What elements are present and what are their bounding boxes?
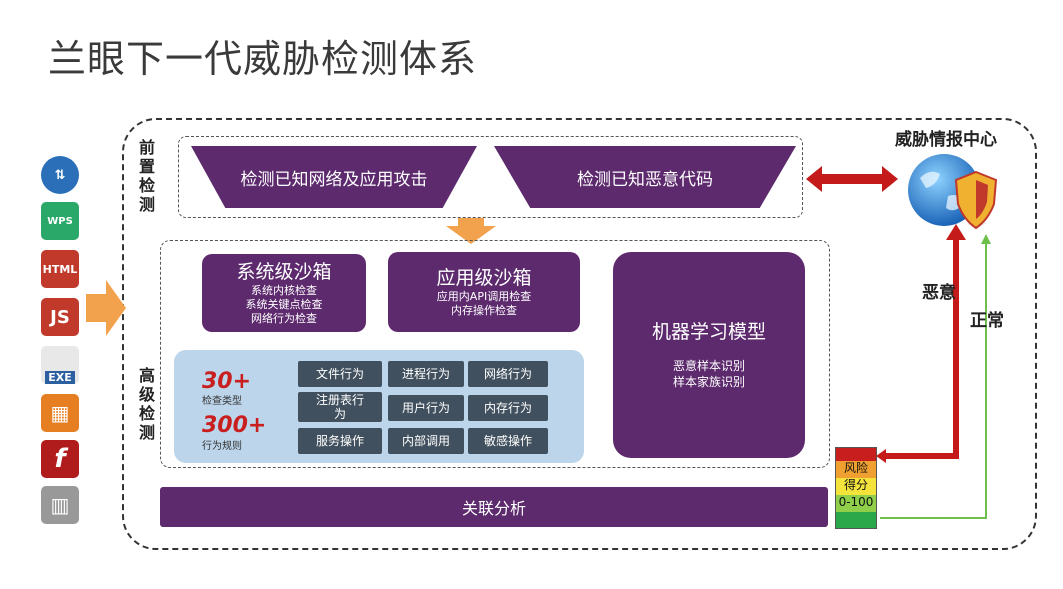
system-sandbox-line: 系统关键点检查 — [245, 298, 323, 311]
stat-check-types-value: 30+ — [202, 369, 252, 394]
risk-score-gauge: 风险 得分 0-100 — [835, 447, 877, 529]
archive-icon: ▥ — [41, 486, 79, 524]
chip-registry-behavior: 注册表行为 — [298, 392, 382, 422]
front-detection-box — [178, 136, 803, 218]
stat-check-types-label: 检查类型 — [202, 396, 242, 407]
app-sandbox-line: 应用内API调用检查 — [436, 290, 532, 303]
globe-shield-icon — [908, 154, 998, 230]
ml-model-title: 机器学习模型 — [651, 321, 766, 343]
risk-score-range: 0-100 — [836, 495, 876, 512]
correlation-analysis-bar: 关联分析 — [160, 487, 828, 527]
correlation-analysis-label: 关联分析 — [461, 499, 526, 518]
normal-feedback-arrow — [880, 234, 991, 519]
transfer-icon: ⇅ — [41, 156, 79, 194]
office-icon: ▦ — [41, 394, 79, 432]
threat-intel-label: 威胁情报中心 — [895, 130, 997, 150]
exe-icon: EXE — [41, 346, 79, 384]
ml-model: 机器学习模型 恶意样本识别 样本家族识别 — [613, 252, 805, 458]
app-sandbox: 应用级沙箱 应用内API调用检查 内存操作检查 — [388, 252, 580, 332]
file-icons-column: ⇅ WPS HTML JS EXE ▦ f ▥ — [38, 156, 82, 528]
system-sandbox: 系统级沙箱 系统内核检查 系统关键点检查 网络行为检查 — [202, 254, 366, 332]
system-sandbox-line: 网络行为检查 — [251, 312, 317, 325]
risk-score-label-1: 风险 — [836, 461, 876, 478]
page-title: 兰眼下一代威胁检测体系 — [48, 37, 478, 81]
app-sandbox-title: 应用级沙箱 — [436, 267, 532, 289]
risk-score-label-2: 得分 — [836, 478, 876, 495]
front-item-malicious-code: 检测已知恶意代码 — [494, 146, 796, 208]
chip-file-behavior: 文件行为 — [298, 361, 382, 387]
ml-model-line: 样本家族识别 — [672, 375, 745, 389]
down-arrow — [446, 218, 496, 244]
chip-network-behavior: 网络行为 — [468, 361, 548, 387]
malicious-label: 恶意 — [922, 283, 956, 303]
chip-process-behavior: 进程行为 — [388, 361, 464, 387]
html-icon: HTML — [41, 250, 79, 288]
advanced-detection-label: 高级检测 — [138, 366, 155, 442]
input-arrow — [86, 280, 126, 336]
system-boundary — [122, 118, 1037, 550]
stat-behavior-rules-label: 行为规则 — [202, 441, 242, 452]
app-sandbox-line: 内存操作检查 — [451, 304, 517, 317]
front-item-network-attack: 检测已知网络及应用攻击 — [191, 146, 477, 208]
front-detection-label: 前置检测 — [138, 138, 155, 214]
bidirectional-arrow — [806, 166, 898, 192]
chip-service-operation: 服务操作 — [298, 428, 382, 454]
system-sandbox-title: 系统级沙箱 — [236, 261, 332, 283]
malicious-feedback-arrow — [876, 224, 966, 463]
advanced-detection-box — [160, 240, 830, 468]
normal-label: 正常 — [970, 311, 1004, 331]
ml-model-line: 恶意样本识别 — [672, 359, 745, 373]
wps-icon: WPS — [41, 202, 79, 240]
flash-icon: f — [41, 440, 79, 478]
stat-behavior-rules-value: 300+ — [202, 413, 267, 438]
chip-memory-behavior: 内存行为 — [468, 395, 548, 421]
chip-sensitive-operation: 敏感操作 — [468, 428, 548, 454]
system-sandbox-line: 系统内核检查 — [251, 284, 317, 297]
chip-internal-call: 内部调用 — [388, 428, 464, 454]
chip-user-behavior: 用户行为 — [388, 395, 464, 421]
js-icon: JS — [41, 298, 79, 336]
